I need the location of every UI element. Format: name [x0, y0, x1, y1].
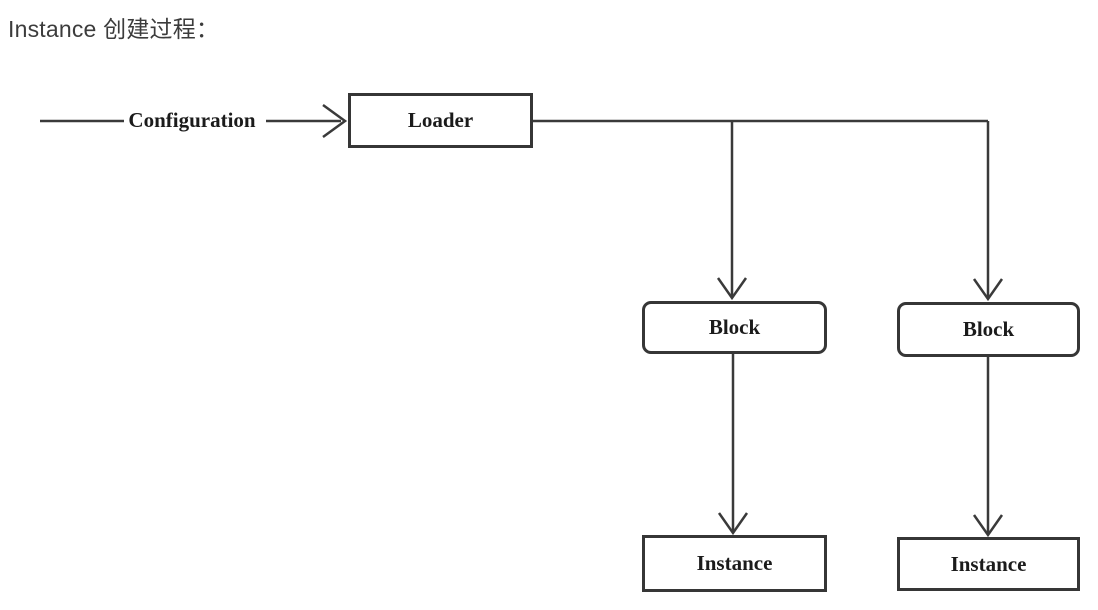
node-instance-right: Instance — [897, 537, 1080, 591]
node-block-right: Block — [897, 302, 1080, 357]
node-loader: Loader — [348, 93, 533, 148]
node-block-left: Block — [642, 301, 827, 354]
node-instance-left: Instance — [642, 535, 827, 592]
node-block-left-label: Block — [708, 315, 761, 339]
edge-label-configuration: Configuration — [128, 108, 256, 132]
node-instance-right-label: Instance — [950, 551, 1027, 576]
arrowhead-into-instance-right-icon — [972, 514, 1004, 538]
page-title: Instance 创建过程： — [8, 16, 220, 42]
node-instance-left-label: Instance — [696, 551, 773, 575]
node-block-right-label: Block — [962, 317, 1015, 341]
arrowhead-into-block-right-icon — [972, 278, 1004, 302]
arrowhead-into-block-left-icon — [716, 277, 748, 301]
node-loader-label: Loader — [407, 108, 474, 132]
arrowhead-into-loader-icon — [322, 103, 348, 139]
arrowhead-into-instance-left-icon — [717, 512, 749, 536]
